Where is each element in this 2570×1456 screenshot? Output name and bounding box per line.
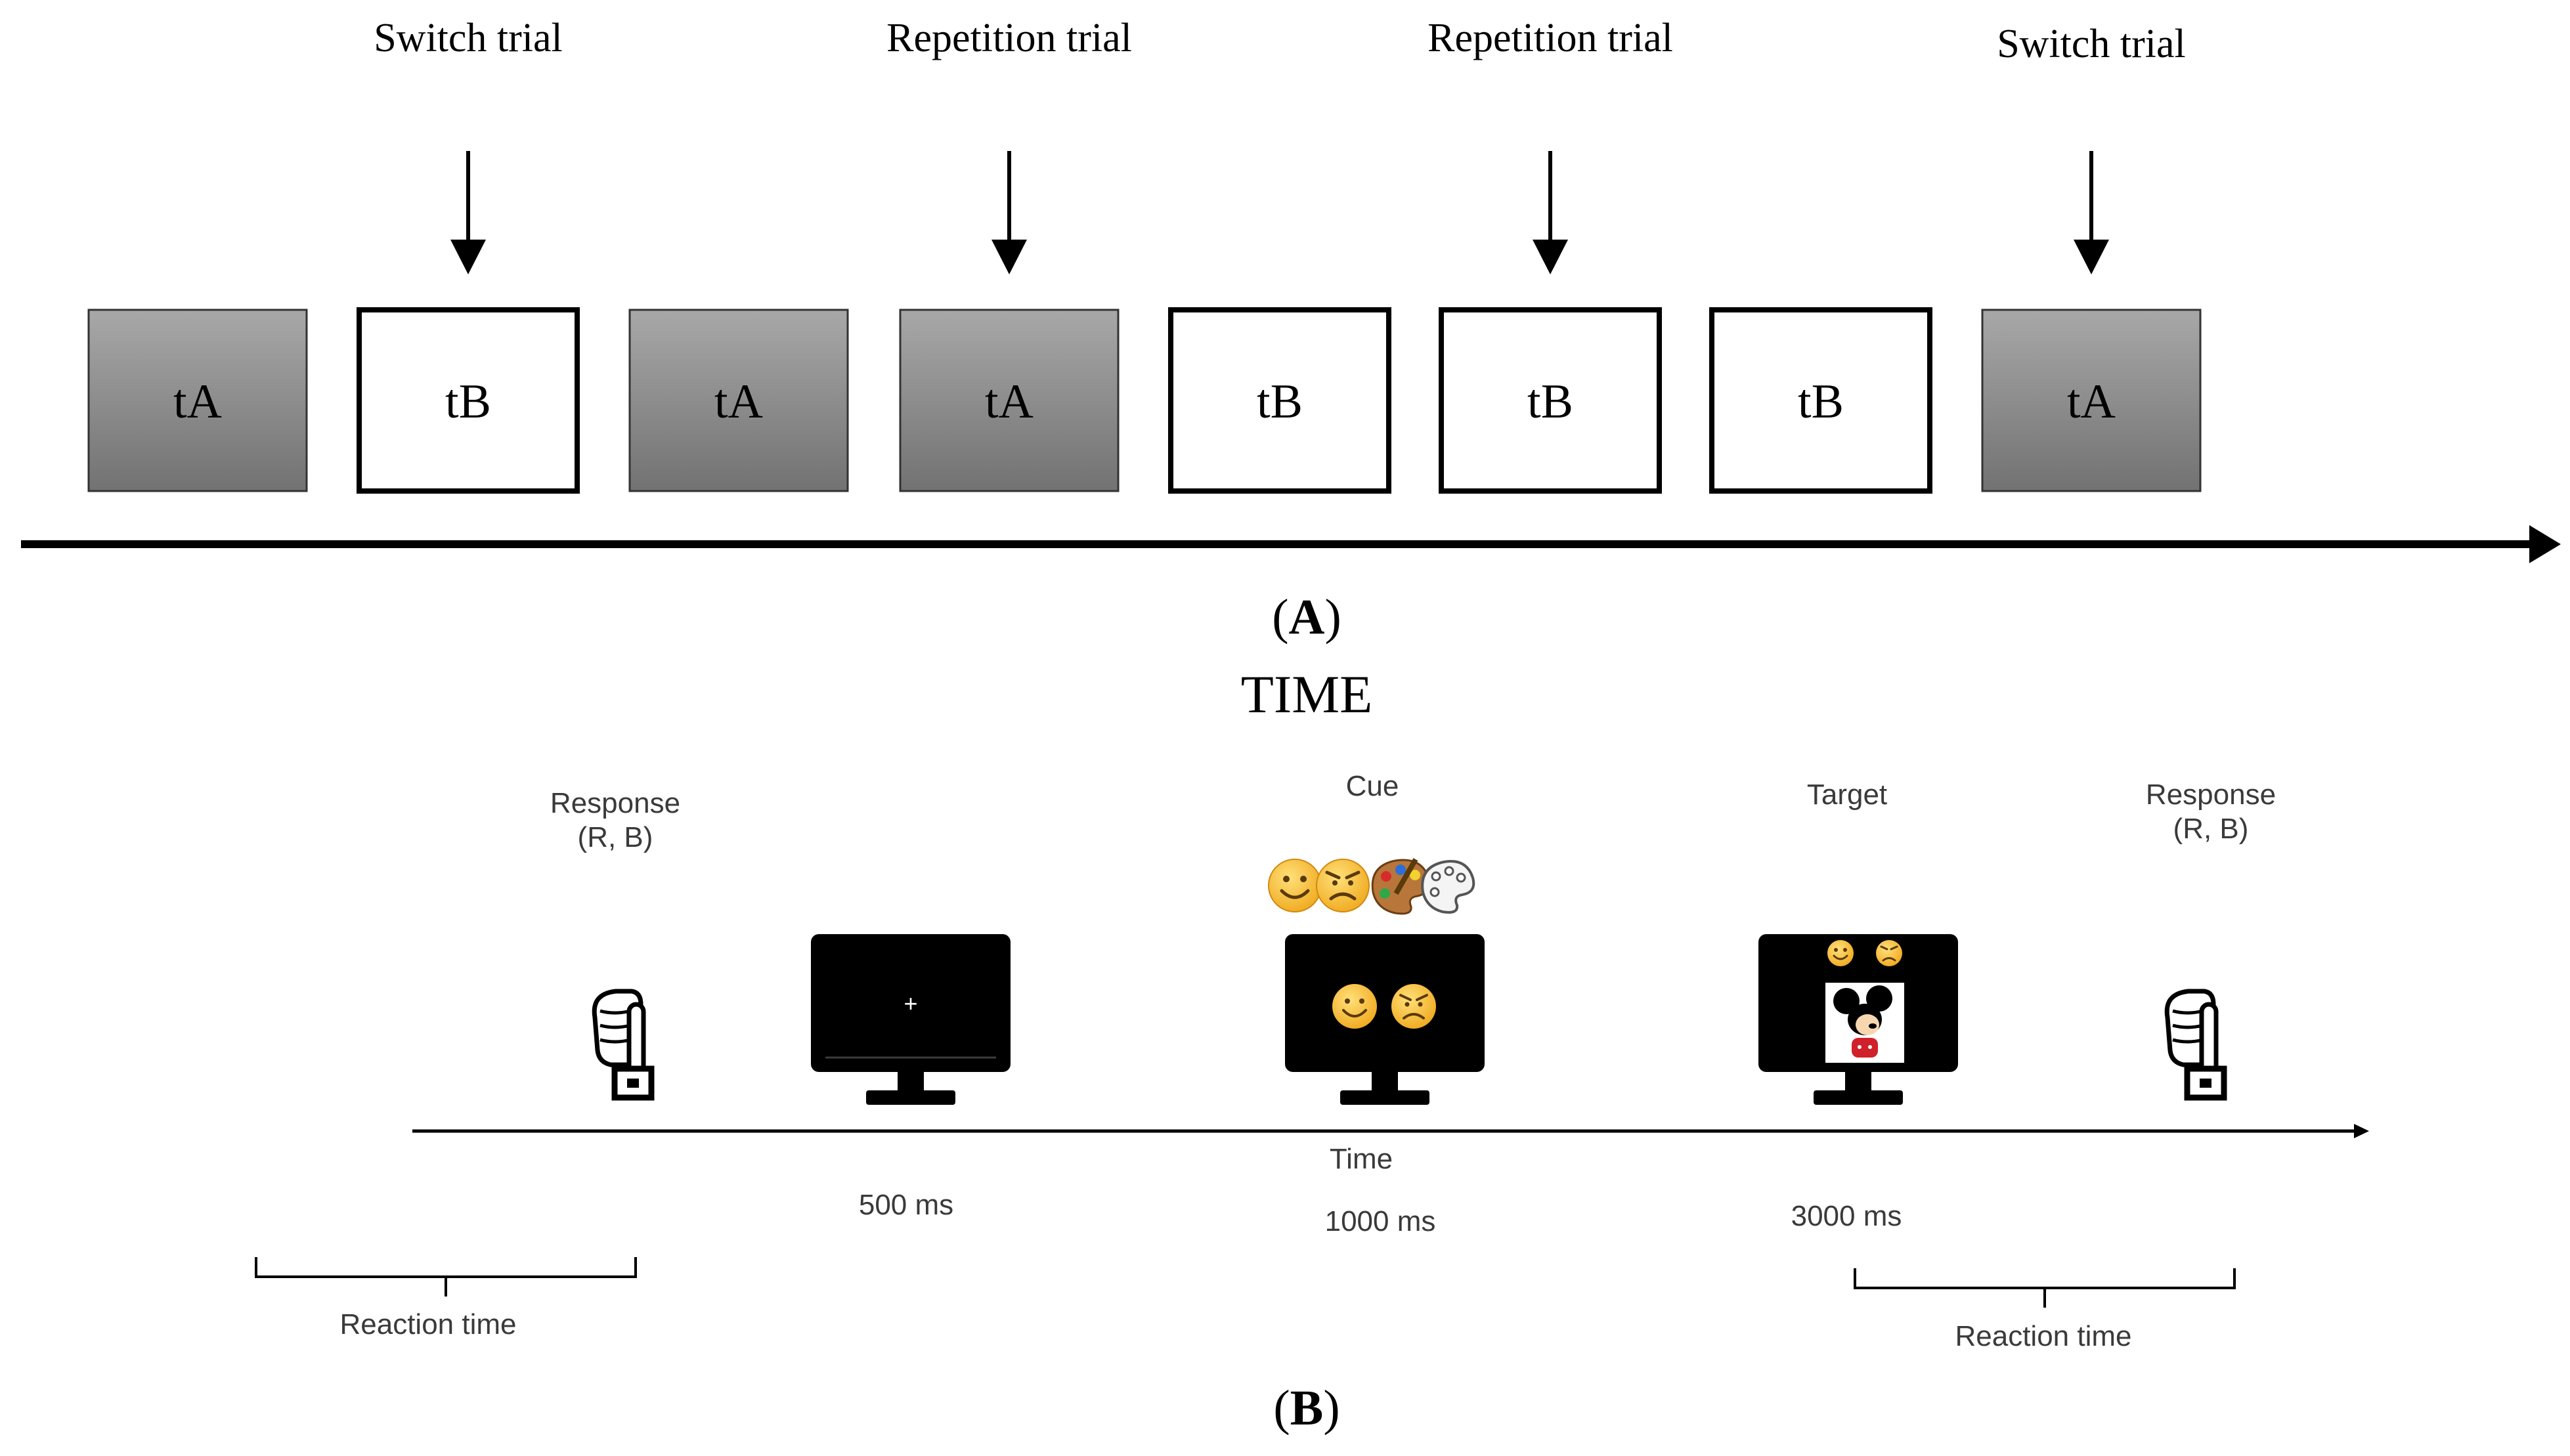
monitor-icon (1285, 934, 1485, 1105)
reaction-time-left-label: Reaction time (339, 1308, 516, 1340)
angry-face-icon (1876, 940, 1902, 966)
palette-icon (1371, 858, 1431, 915)
pointing-hand-icon (2164, 989, 2227, 1101)
duration-cue: 1000 ms (1325, 1205, 1436, 1237)
task-box-ta: tA (87, 309, 308, 492)
response-left-label: Response (550, 787, 680, 819)
cue-label: Cue (1346, 770, 1399, 802)
reaction-time-bracket-right (1854, 1268, 2236, 1308)
down-arrow-icon (2074, 151, 2109, 274)
reaction-time-bracket-left (255, 1257, 637, 1296)
trial-label: Repetition trial (1427, 16, 1673, 60)
fixation-cross: + (904, 990, 917, 1017)
panel-b-letter: B (1290, 1381, 1324, 1436)
task-box-label: tA (173, 375, 222, 429)
monitor-icon (1758, 934, 1958, 1105)
response-left-keys: (R, B) (578, 821, 653, 853)
task-box-tb: tB (1709, 307, 1932, 494)
response-right-label: Response (2146, 779, 2276, 811)
panel-a-label: (A) (1272, 589, 1341, 645)
axis-arrowhead (2529, 525, 2561, 563)
task-box-tb: tB (1168, 307, 1391, 494)
monitor-icon: + (811, 934, 1011, 1105)
down-arrow-icon (991, 151, 1027, 274)
trial-arrows (450, 151, 2109, 274)
happy-face-icon (1332, 984, 1377, 1029)
time-axis-b (412, 1124, 2369, 1138)
panel-a-letter: A (1289, 589, 1325, 645)
task-box-label: tB (1798, 375, 1844, 429)
task-box-ta: tA (899, 309, 1120, 492)
trial-label: Switch trial (1997, 22, 2186, 66)
angry-face-icon (1316, 859, 1370, 912)
happy-face-icon (1827, 940, 1854, 966)
task-box-ta: tA (1981, 309, 2202, 492)
task-box-tb: tB (1439, 307, 1662, 494)
duration-fixation: 500 ms (859, 1189, 953, 1221)
task-box-label: tB (1527, 375, 1573, 429)
task-box-tb: tB (357, 307, 580, 494)
trial-labels: Switch trial Repetition trial Repetition t… (374, 16, 2186, 66)
panel-a: Switch trial Repetition trial Repetition t… (21, 16, 2561, 724)
target-label: Target (1807, 779, 1887, 811)
mickey-mouse-icon (1833, 985, 1892, 1058)
task-box-ta: tA (628, 309, 849, 492)
down-arrow-icon (1533, 151, 1568, 274)
angry-face-icon (1391, 984, 1436, 1029)
palette-icon (1421, 860, 1475, 914)
happy-face-icon (1268, 859, 1322, 912)
time-axis-label: Time (1330, 1143, 1393, 1175)
trial-label: Repetition trial (886, 16, 1132, 60)
task-box-label: tA (714, 375, 763, 429)
down-arrow-icon (450, 151, 486, 274)
trial-label: Switch trial (374, 16, 563, 60)
time-heading: TIME (1241, 664, 1372, 724)
task-sequence: tA tB tA tA tB tB tB tA (87, 307, 2202, 494)
task-box-label: tA (2067, 375, 2116, 429)
task-box-label: tB (1257, 375, 1303, 429)
panel-b-label: (B) (1273, 1381, 1339, 1436)
duration-target: 3000 ms (1791, 1200, 1902, 1232)
task-box-label: tA (985, 375, 1034, 429)
time-axis-a (21, 525, 2561, 563)
pointing-hand-icon (592, 989, 655, 1101)
panel-b: Response (R, B) + Cue (255, 770, 2369, 1436)
reaction-time-right-label: Reaction time (1955, 1320, 2131, 1352)
response-right-keys: (R, B) (2173, 813, 2249, 845)
axis-arrowhead (2354, 1124, 2369, 1138)
task-box-label: tB (445, 375, 491, 429)
